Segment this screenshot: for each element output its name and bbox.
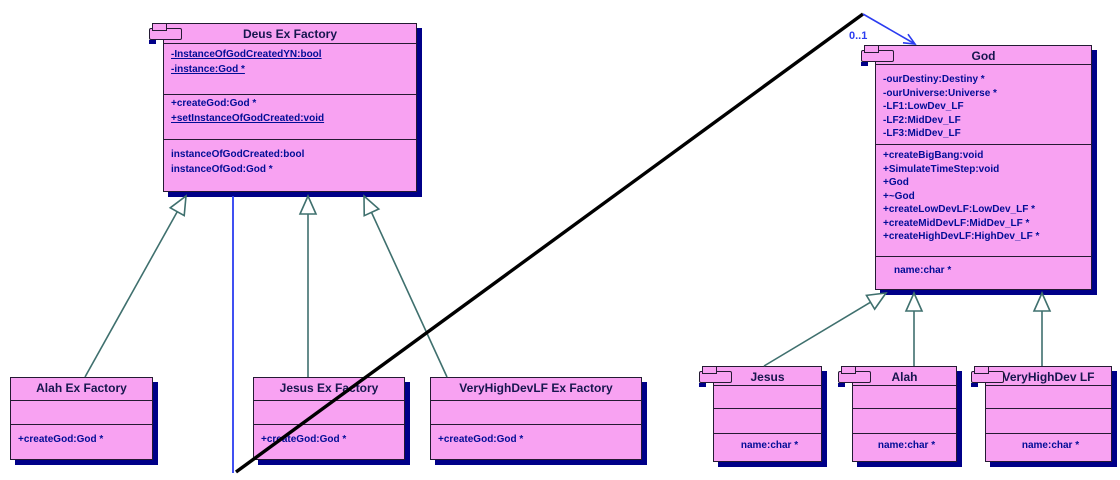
class-title: Alah Ex Factory (36, 381, 127, 395)
class-compartment: name:char * (986, 433, 1111, 461)
class-compartment: instanceOfGodCreated:bool instanceOfGod:G… (164, 139, 416, 191)
class-compartment (853, 385, 956, 408)
class-veryhighdev-lf: VeryHighDev LF name:char * (971, 366, 1112, 462)
class-icon-tab (864, 45, 879, 53)
class-title: Deus Ex Factory (242, 27, 338, 41)
class-icon-shadow (699, 383, 706, 387)
multiplicity-label: 0..1 (849, 30, 868, 42)
class-member: +createGod:God * (171, 98, 257, 109)
class-compartment (986, 385, 1111, 408)
class-jesus-ex-factory: Jesus Ex Factory +createGod:God * (253, 377, 405, 460)
class-member: -ourDestiny:Destiny * (883, 74, 985, 85)
class-title: Jesus Ex Factory (279, 381, 379, 395)
class-icon-shadow (149, 40, 156, 44)
inheritance-arrowhead (865, 291, 888, 311)
inheritance-arrowhead (298, 194, 318, 215)
class-member: +createGod:God * (261, 434, 347, 445)
class-compartment (11, 400, 152, 424)
class-icon-tab (702, 366, 717, 374)
association-arrowhead (902, 33, 917, 45)
inheritance-connector (763, 301, 871, 367)
class-icon-shadow (971, 383, 978, 387)
association-connector (862, 13, 916, 45)
class-title: God (971, 49, 996, 63)
class-member: name:char * (877, 440, 936, 451)
class-compartment: +createGod:God * (11, 424, 152, 459)
class-compartment: +createGod:God * (254, 424, 404, 459)
class-god: God -ourDestiny:Destiny * -ourUniverse:Uni… (861, 45, 1092, 290)
class-title: Alah (891, 370, 918, 384)
class-compartment: name:char * (876, 256, 1091, 289)
class-compartment (254, 400, 404, 424)
inheritance-connector (370, 212, 448, 378)
inheritance-arrowhead (904, 291, 924, 312)
class-title: VeryHighDevLF Ex Factory (459, 381, 613, 395)
class-member: +createMidDevLF:MidDev_LF * (883, 217, 1030, 229)
class-member: -LF3:MidDev_LF (883, 128, 961, 139)
class-icon-tab (974, 366, 989, 374)
class-title: VeryHighDev LF (1002, 370, 1095, 384)
class-member: instanceOfGod:God * (171, 164, 273, 175)
class-member: -LF1:LowDev_LF (883, 101, 964, 112)
class-member: +setInstanceOfGodCreated:void (171, 113, 325, 124)
class-compartment: +createGod:God * (431, 424, 641, 459)
class-compartment: +createBigBang:void +SimulateTimeStep:voi… (876, 144, 1091, 256)
class-member: -LF2:MidDev_LF (883, 114, 961, 126)
class-member: +createGod:God * (18, 434, 104, 445)
class-icon-tab (152, 23, 167, 31)
class-alah-ex-factory: Alah Ex Factory +createGod:God * (10, 377, 153, 460)
class-compartment: name:char * (853, 433, 956, 461)
class-compartment (986, 408, 1111, 433)
class-alah: Alah name:char * (838, 366, 957, 462)
class-icon-shadow (861, 62, 868, 66)
class-icon-shadow (838, 383, 845, 387)
class-compartment: name:char * (714, 433, 821, 461)
class-compartment: -ourDestiny:Destiny * -ourUniverse:Univer… (876, 64, 1091, 144)
class-member: name:char * (1021, 440, 1080, 451)
inheritance-arrowhead (363, 194, 381, 217)
inheritance-arrowhead (168, 194, 187, 217)
class-compartment (714, 408, 821, 433)
class-member: +God (883, 177, 909, 188)
class-icon-tab (841, 366, 856, 374)
class-veryhighdevlf-ex-factory: VeryHighDevLF Ex Factory +createGod:God * (430, 377, 642, 460)
class-member: +SimulateTimeStep:void (883, 163, 1000, 175)
class-member: +~God (883, 190, 915, 202)
class-member: -InstanceOfGodCreatedYN:bool (171, 49, 322, 60)
class-member: -ourUniverse:Universe * (883, 87, 997, 99)
class-member: instanceOfGodCreated:bool (171, 149, 305, 160)
class-member: +createLowDevLF:LowDev_LF * (883, 204, 1035, 215)
class-compartment: -InstanceOfGodCreatedYN:bool -instance:Go… (164, 43, 416, 94)
class-compartment: +createGod:God * +setInstanceOfGodCreated… (164, 94, 416, 139)
class-compartment (853, 408, 956, 433)
inheritance-connector (84, 211, 178, 378)
class-member: +createHighDevLF:HighDev_LF * (883, 231, 1040, 242)
class-member: +createGod:God * (438, 434, 524, 445)
class-member: -instance:God * (171, 64, 245, 75)
class-compartment (431, 400, 641, 424)
class-member: +createBigBang:void (883, 150, 984, 161)
class-member: name:char * (894, 265, 952, 276)
class-member: name:char * (740, 440, 799, 451)
class-deus-ex-factory: Deus Ex Factory -InstanceOfGodCreatedYN:b… (149, 23, 417, 192)
class-compartment (714, 385, 821, 408)
inheritance-arrowhead (1032, 291, 1052, 312)
